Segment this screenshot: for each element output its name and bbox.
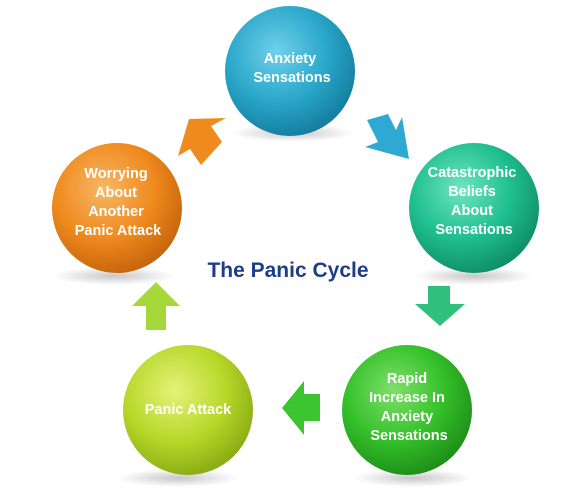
- label-line: About: [451, 203, 493, 219]
- label-line: Increase In: [369, 390, 445, 406]
- label-line: Rapid: [387, 371, 427, 387]
- label-line: Another: [88, 204, 144, 220]
- node-worrying-label: Worrying About Another Panic Attack: [75, 166, 162, 239]
- arrow-panic-to-worrying: [132, 282, 180, 330]
- label-line: Catastrophic: [428, 165, 517, 181]
- label-line: Sensations: [253, 70, 330, 86]
- arrow-worrying-to-anxiety: [178, 118, 226, 165]
- label-line: Anxiety: [264, 51, 316, 67]
- node-shadow: [52, 267, 176, 285]
- label-line: Panic Attack: [145, 402, 232, 418]
- node-panic-attack-circle: [123, 345, 253, 475]
- node-anxiety-sensations-label: Anxiety Sensations: [253, 51, 330, 86]
- node-rapid-increase-circle: [342, 345, 472, 475]
- node-catastrophic-beliefs-circle: [409, 143, 539, 273]
- arrow-anxiety-to-catastrophic: [365, 114, 409, 159]
- node-shadow: [414, 267, 534, 285]
- label-line: About: [95, 185, 137, 201]
- diagram-title: The Panic Cycle: [207, 259, 368, 282]
- label-line: Sensations: [370, 428, 447, 444]
- node-shadow: [353, 469, 473, 487]
- node-anxiety-sensations-circle: [225, 6, 355, 136]
- label-line: Panic Attack: [75, 223, 162, 239]
- node-shadow: [116, 469, 240, 487]
- node-worrying-circle: [52, 143, 182, 273]
- label-line: Worrying: [84, 166, 147, 182]
- label-line: Anxiety: [381, 409, 433, 425]
- node-panic-attack-label: Panic Attack: [145, 402, 232, 418]
- node-rapid-increase-label: Rapid Increase In Anxiety Sensations: [369, 371, 449, 444]
- label-line: Beliefs: [448, 184, 496, 200]
- arrow-rapid-to-panic: [282, 381, 320, 435]
- label-line: Sensations: [435, 222, 512, 238]
- arrow-catastrophic-to-rapid: [415, 286, 465, 326]
- node-catastrophic-beliefs-label: Catastrophic Beliefs About Sensations: [428, 165, 521, 238]
